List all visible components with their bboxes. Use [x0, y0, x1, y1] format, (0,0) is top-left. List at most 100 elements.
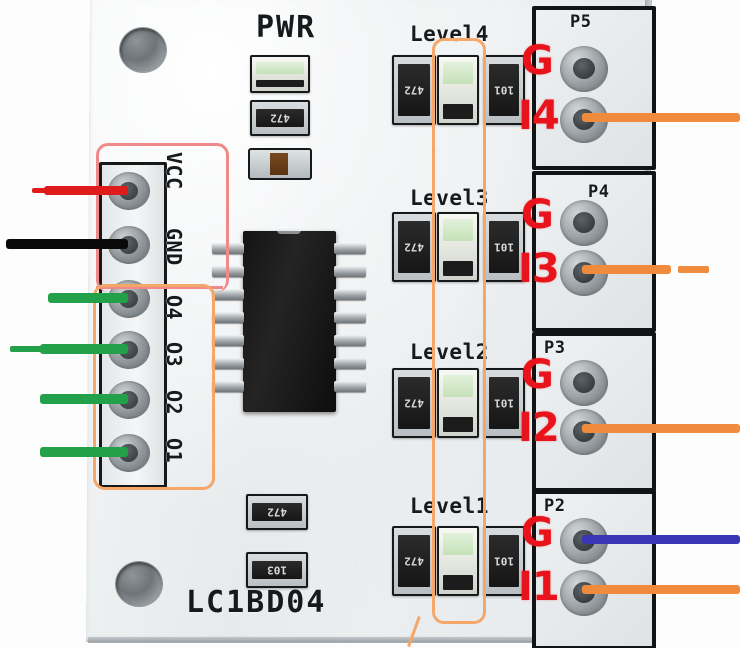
level1-resistor-left-body [398, 535, 430, 587]
annotation-label-g3: G [521, 192, 554, 238]
pwr-resistor: 472 [250, 100, 310, 136]
silk-p3-label: P3 [544, 338, 566, 358]
level1-led [437, 526, 479, 596]
silk-p2-label: P2 [544, 496, 566, 516]
mounting-hole-top-left [120, 28, 166, 72]
annotation-box-level-leds [432, 38, 486, 624]
level3-resistor-right-body [489, 221, 519, 273]
level2-led [437, 368, 479, 438]
level2-resistor-left: 472 [392, 368, 436, 438]
green-wire-o3-tip [10, 346, 44, 352]
ic-pin-r1 [334, 243, 366, 254]
green-wire-o4 [48, 293, 128, 303]
bottom-resistor-472-code: 472 [267, 505, 287, 519]
pwr-diode [248, 148, 312, 180]
annotation-box-output-pins [93, 284, 215, 490]
annotation-box-power-pins-bottom-edge [96, 286, 223, 289]
annotation-label-i1: I1 [518, 564, 560, 610]
pad-p4-g [560, 200, 608, 246]
level3-led [437, 212, 479, 282]
level4-led-lens [443, 62, 473, 85]
bottom-resistor-472: 472 [246, 494, 308, 530]
ic-pin-l5 [212, 335, 244, 346]
annotation-label-i3: I3 [518, 246, 560, 292]
ic-soic14 [243, 229, 336, 412]
red-wire-vcc [44, 186, 128, 195]
black-wire-gnd [6, 239, 128, 249]
level1-led-lens [443, 533, 473, 556]
level3-resistor-left-body [398, 221, 430, 273]
level3-resistor-left-code: 472 [404, 240, 424, 254]
level4-resistor-left-body [398, 64, 430, 116]
left-pin-header [99, 162, 167, 488]
orange-wire-i3-dash [678, 266, 709, 273]
silk-part-number: LC1BD04 [186, 585, 327, 620]
orange-wire-i2 [582, 424, 740, 433]
level2-led-dark-band [443, 417, 473, 432]
level2-resistor-left-body [398, 377, 430, 429]
annotation-label-i4: I4 [518, 93, 560, 139]
ic-pin-l6 [212, 358, 244, 369]
level2-resistor-right-body [489, 377, 519, 429]
ic-pin-r4 [334, 312, 366, 323]
level4-led-dark-band [443, 104, 473, 119]
level4-resistor-left-code: 472 [404, 83, 424, 97]
annotation-label-g4: G [521, 38, 554, 84]
board-bottom-edge [88, 637, 650, 643]
bottom-resistor-103-body [252, 561, 302, 579]
bottom-resistor-103-code: 103 [267, 563, 287, 577]
level4-resistor-right-body [489, 64, 519, 116]
annotation-label-i2: I2 [518, 405, 560, 451]
silk-level1-label: Level1 [410, 494, 489, 518]
ic-pin-l7 [212, 381, 244, 392]
red-wire-vcc-tip [32, 188, 48, 193]
pwr-resistor-body [256, 109, 304, 127]
level1-led-dark-band [443, 575, 473, 590]
pad-p4-g-hole [573, 212, 595, 233]
ic-pin-r3 [334, 289, 366, 300]
ic-pin-l3 [212, 289, 244, 300]
bottom-resistor-103: 103 [246, 552, 308, 588]
green-wire-o2 [40, 394, 128, 404]
pad-p3-g [560, 360, 608, 406]
pwr-resistor-code: 472 [270, 111, 290, 125]
silkscreen-pwr-label: PWR [256, 10, 317, 45]
annotation-label-g1: G [521, 510, 554, 556]
pwr-led [250, 55, 310, 93]
blue-wire-g1 [582, 535, 740, 544]
pwr-diode-band [270, 153, 289, 175]
level1-resistor-left: 472 [392, 526, 436, 596]
ic-pin-r7 [334, 381, 366, 392]
silk-p5-label: P5 [570, 12, 592, 32]
silk-level3-label: Level3 [410, 186, 489, 210]
orange-wire-i4 [582, 113, 740, 122]
pwr-led-dark-band [256, 79, 304, 87]
ic-pin-r6 [334, 358, 366, 369]
pwr-led-lens [256, 62, 304, 74]
green-wire-o3 [40, 344, 128, 354]
level4-led [437, 55, 479, 125]
green-wire-o1 [40, 447, 128, 457]
ic-pin-l4 [212, 312, 244, 323]
port-block-p2 [532, 490, 656, 648]
pad-p3-g-hole [573, 372, 595, 393]
level3-led-lens [443, 219, 473, 242]
level3-resistor-left: 472 [392, 212, 436, 282]
level3-led-dark-band [443, 261, 473, 276]
level2-resistor-left-code: 472 [404, 396, 424, 410]
ic-pin-r2 [334, 266, 366, 277]
annotation-label-g2: G [521, 352, 554, 398]
level1-resistor-right-body [489, 535, 519, 587]
bottom-resistor-472-body [252, 503, 302, 521]
silk-p4-label: P4 [588, 182, 610, 202]
pad-p5-g-hole [573, 58, 595, 79]
level2-led-lens [443, 375, 473, 398]
level1-resistor-left-code: 472 [404, 554, 424, 568]
level4-resistor-left: 472 [392, 55, 436, 125]
silk-level2-label: Level2 [410, 340, 489, 364]
orange-wire-i3 [582, 265, 671, 274]
ic-pin-r5 [334, 335, 366, 346]
orange-wire-i1 [582, 585, 740, 594]
annotation-box-power-pins [96, 143, 229, 292]
